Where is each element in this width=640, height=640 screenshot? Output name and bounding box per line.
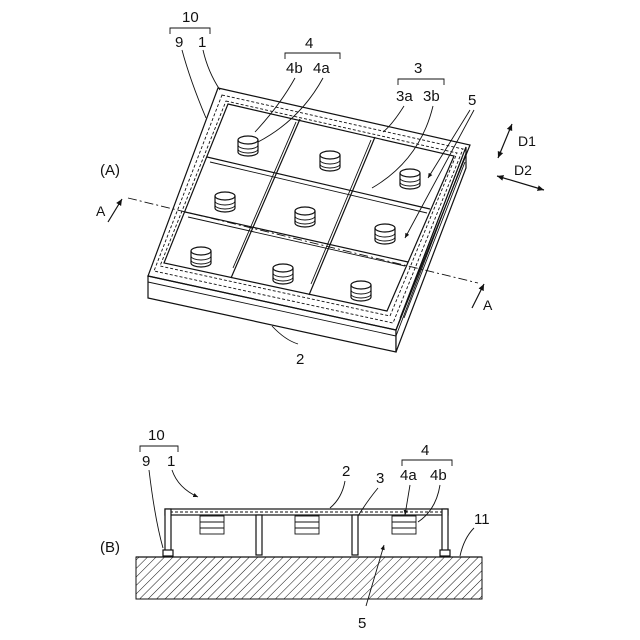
callout-1: 1 — [198, 34, 206, 51]
callout-2: 2 — [296, 351, 304, 368]
panel-b-label: (B) — [100, 539, 120, 556]
heater-stack — [375, 224, 395, 244]
callout-b-10: 10 — [148, 427, 165, 444]
heater-stack — [295, 207, 315, 227]
heater-section — [200, 516, 224, 534]
callout-b-3: 3 — [376, 470, 384, 487]
section-mark-left: A — [96, 203, 106, 219]
callout-9: 9 — [175, 34, 183, 51]
callout-4b: 4b — [286, 60, 303, 77]
callout-3a: 3a — [396, 88, 413, 105]
substrate-11 — [136, 557, 482, 599]
callout-b-1: 1 — [167, 453, 175, 470]
callout-b-5: 5 — [358, 615, 366, 632]
heater-section — [392, 516, 416, 534]
panel-a-label: (A) — [100, 162, 120, 179]
panel-b: (B) — [100, 427, 490, 632]
callout-4: 4 — [305, 35, 313, 52]
callouts-b: 10 9 1 2 3 4 4a 4b 11 5 — [140, 427, 490, 632]
callout-4a: 4a — [313, 60, 330, 77]
heater-stack — [351, 281, 371, 301]
callout-5: 5 — [468, 92, 476, 109]
base-plate — [148, 147, 466, 352]
heater-stack — [238, 136, 258, 156]
section-mark-right: A — [483, 297, 493, 313]
heater-section — [295, 516, 319, 534]
callout-b-4a: 4a — [400, 467, 417, 484]
callout-b-9: 9 — [142, 453, 150, 470]
heater-stack — [320, 151, 340, 171]
callout-3: 3 — [414, 60, 422, 77]
callout-b-11: 11 — [474, 511, 490, 528]
callout-10: 10 — [182, 9, 199, 26]
heater-stack — [400, 169, 420, 189]
callout-3b: 3b — [423, 88, 440, 105]
heater-stack — [215, 192, 235, 212]
section-heaters — [200, 516, 416, 534]
callout-b-2: 2 — [342, 463, 350, 480]
heater-stack — [191, 247, 211, 267]
direction-arrows: D1 D2 — [497, 124, 544, 190]
callout-b-4: 4 — [421, 442, 429, 459]
heater-stack — [273, 264, 293, 284]
direction-d2: D2 — [514, 162, 532, 178]
panel-a: (A) — [96, 9, 544, 368]
callout-b-4b: 4b — [430, 467, 447, 484]
direction-d1: D1 — [518, 133, 536, 149]
